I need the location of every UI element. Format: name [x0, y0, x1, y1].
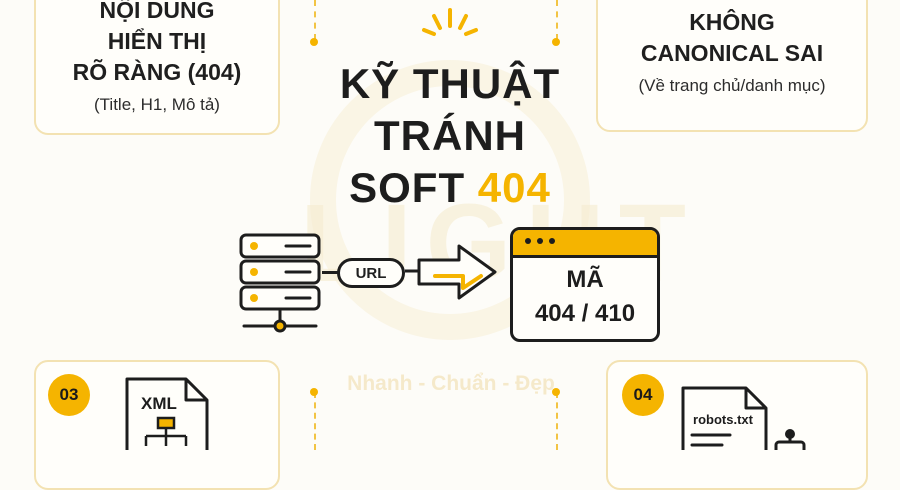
connector-bottom-right: [556, 392, 558, 450]
connector-top-right: [556, 0, 558, 40]
watermark-tagline: Nhanh - Chuẩn - Đẹp: [347, 372, 555, 395]
xml-file-icon: [125, 377, 209, 450]
robots-file-icon: [681, 386, 768, 450]
card-content-display-subtitle: (Title, H1, Mô tả): [94, 95, 220, 114]
connector-top-left: [314, 0, 316, 40]
card-no-wrong-canonical-subtitle: (Về trang chủ/danh mục): [638, 76, 826, 95]
step-badge-03: 03: [48, 374, 90, 416]
connector-dot: [552, 38, 560, 46]
card-no-wrong-canonical-title: KHÔNG CANONICAL SAI: [640, 9, 824, 66]
main-title-line-2: TRÁNH: [374, 112, 526, 159]
card-no-wrong-canonical: KHÔNG CANONICAL SAI (Về trang chủ/danh m…: [596, 0, 868, 132]
server-icon: [239, 233, 321, 333]
connector-bottom-left: [314, 392, 316, 450]
robots-file-label: robots.txt: [693, 412, 753, 427]
arrow-right-icon: [405, 244, 497, 300]
robot-icon: [774, 429, 806, 450]
main-title-line-3: SOFT 404: [300, 164, 600, 212]
browser-titlebar: [513, 230, 657, 258]
browser-result-line-1: MÃ: [566, 266, 604, 293]
connector-dot: [310, 38, 318, 46]
xml-file-label: XML: [141, 394, 177, 413]
flow-line: [322, 271, 342, 274]
main-title-line-1: KỸ THUẬT: [339, 60, 561, 107]
browser-result: MÃ 404 / 410: [510, 227, 660, 342]
connector-dot: [310, 388, 318, 396]
sparkle-icon: [422, 8, 478, 36]
card-content-display: NỘI DUNG HIỂN THỊ RÕ RÀNG (404) (Title, …: [34, 0, 280, 135]
main-title-accent: 404: [477, 164, 551, 211]
main-title-prefix: SOFT: [349, 164, 478, 211]
card-content-display-title: NỘI DUNG HIỂN THỊ RÕ RÀNG (404): [72, 0, 242, 85]
connector-dot: [552, 388, 560, 396]
url-pill: URL: [337, 258, 405, 288]
step-badge-04: 04: [622, 374, 664, 416]
browser-result-line-2: 404 / 410: [534, 300, 636, 327]
